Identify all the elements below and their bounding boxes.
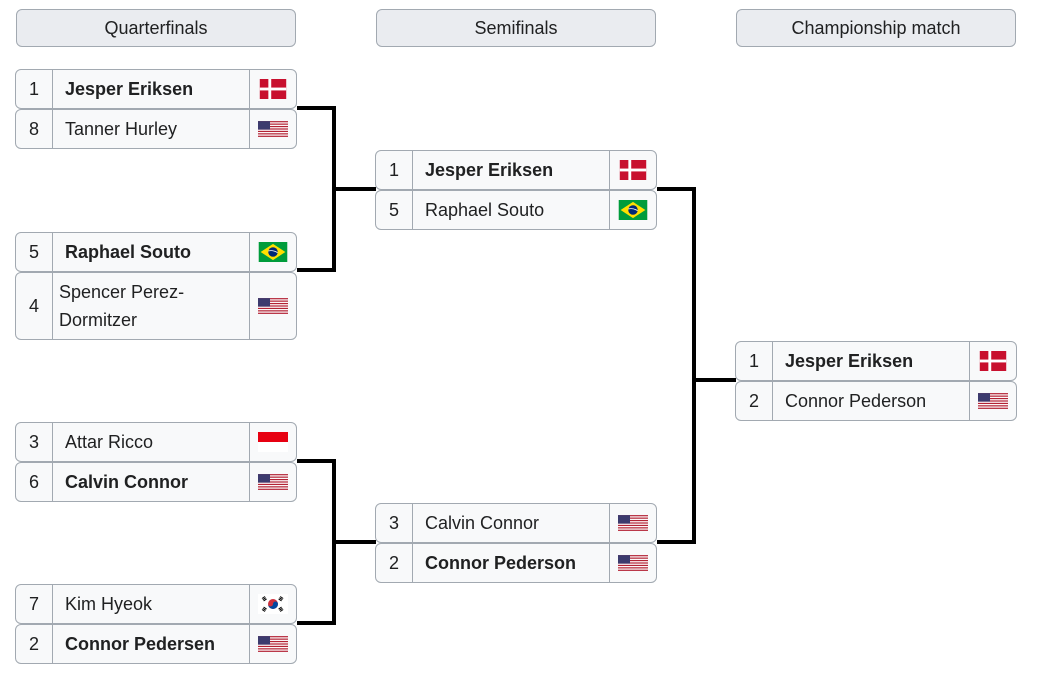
brazil-flag-icon [618,200,648,220]
seed-number: 1 [16,70,53,108]
brazil-flag-icon [258,242,288,262]
competitor-name: Connor Pederson [773,382,970,420]
competitor-name: Connor Pederson [413,544,610,582]
round-header-quarterfinals: Quarterfinals [16,9,296,47]
seed-number: 6 [16,463,53,501]
competitor-slot: 7 Kim Hyeok [15,584,297,624]
denmark-flag-icon [978,351,1008,371]
competitor-slot: 3 Attar Ricco [15,422,297,462]
round-header-championship: Championship match [736,9,1016,47]
seed-number: 5 [16,233,53,271]
bracket-connector [692,378,736,382]
bracket-connector [297,106,335,110]
competitor-name: Attar Ricco [53,423,250,461]
competitor-slot: 8 Tanner Hurley [15,109,297,149]
competitor-slot: 5 Raphael Souto [15,232,297,272]
seed-number: 2 [376,544,413,582]
seed-number: 1 [736,342,773,380]
seed-number: 1 [376,151,413,189]
denmark-flag-icon [618,160,648,180]
competitor-name: Kim Hyeok [53,585,250,623]
competitor-slot: 1 Jesper Eriksen [15,69,297,109]
round-header-semifinals: Semifinals [376,9,656,47]
south-korea-flag-icon [258,594,288,614]
seed-number: 4 [16,273,53,339]
seed-number: 2 [736,382,773,420]
competitor-name: Spencer Perez-Dormitzer [53,273,250,339]
competitor-name: Raphael Souto [413,191,610,229]
match-quarterfinal-2: 5 Raphael Souto 4 Spencer Perez-Dormitze… [15,232,297,340]
bracket-connector [657,540,695,544]
competitor-slot: 3 Calvin Connor [375,503,657,543]
seed-number: 5 [376,191,413,229]
competitor-slot: 1 Jesper Eriksen [375,150,657,190]
match-quarterfinal-3: 3 Attar Ricco 6 Calvin Connor [15,422,297,502]
competitor-slot: 2 Connor Pederson [375,543,657,583]
match-semifinal-2: 3 Calvin Connor 2 Connor Pederson [375,503,657,583]
competitor-name: Jesper Eriksen [413,151,610,189]
competitor-slot: 2 Connor Pederson [735,381,1017,421]
bracket-connector [297,268,335,272]
competitor-slot: 2 Connor Pedersen [15,624,297,664]
match-championship: 1 Jesper Eriksen 2 Connor Pederson [735,341,1017,421]
competitor-slot: 4 Spencer Perez-Dormitzer [15,272,297,340]
match-quarterfinal-1: 1 Jesper Eriksen 8 Tanner Hurley [15,69,297,149]
usa-flag-icon [258,119,288,139]
competitor-name: Calvin Connor [413,504,610,542]
usa-flag-icon [258,634,288,654]
seed-number: 8 [16,110,53,148]
denmark-flag-icon [258,79,288,99]
match-quarterfinal-4: 7 Kim Hyeok 2 Connor Pedersen [15,584,297,664]
usa-flag-icon [978,391,1008,411]
usa-flag-icon [618,513,648,533]
competitor-name: Jesper Eriksen [773,342,970,380]
competitor-name: Raphael Souto [53,233,250,271]
bracket-connector [297,459,335,463]
competitor-slot: 6 Calvin Connor [15,462,297,502]
seed-number: 2 [16,625,53,663]
usa-flag-icon [258,472,288,492]
match-semifinal-1: 1 Jesper Eriksen 5 Raphael Souto [375,150,657,230]
usa-flag-icon [618,553,648,573]
indonesia-flag-icon [258,432,288,452]
bracket-connector [332,540,376,544]
bracket-connector [297,621,335,625]
seed-number: 7 [16,585,53,623]
competitor-name: Jesper Eriksen [53,70,250,108]
usa-flag-icon [258,296,288,316]
bracket-connector [657,187,695,191]
competitor-name: Tanner Hurley [53,110,250,148]
seed-number: 3 [376,504,413,542]
bracket-connector [332,187,376,191]
competitor-name: Calvin Connor [53,463,250,501]
competitor-slot: 5 Raphael Souto [375,190,657,230]
seed-number: 3 [16,423,53,461]
competitor-name: Connor Pedersen [53,625,250,663]
competitor-slot: 1 Jesper Eriksen [735,341,1017,381]
bracket-connector [692,187,696,544]
